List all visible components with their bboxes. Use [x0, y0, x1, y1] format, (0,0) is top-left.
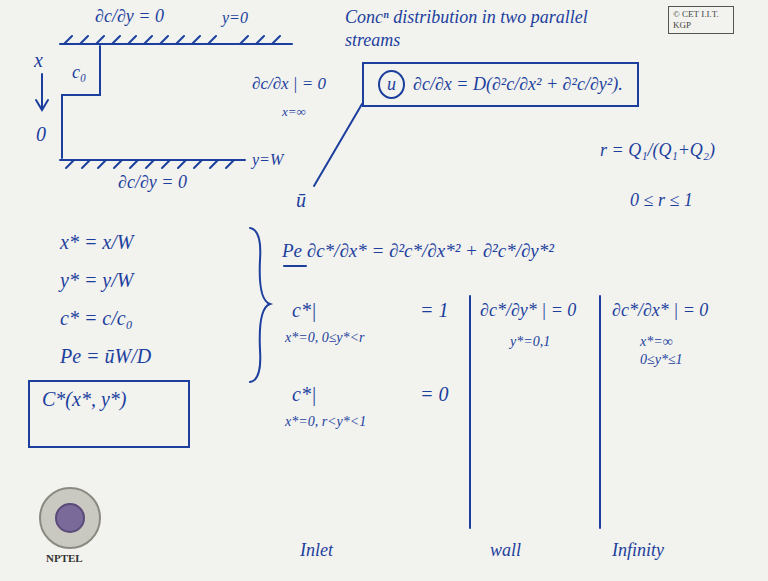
logo-core [56, 504, 84, 532]
bc-term: c*| [292, 298, 316, 322]
wall-hatch [64, 36, 280, 44]
box-text: ∂c/∂x = D(∂²c/∂x² + ∂²c/∂y²). [413, 74, 623, 95]
origin-label: 0 [36, 122, 46, 146]
inlet-profile [62, 46, 100, 158]
wall-hatch [66, 160, 234, 168]
column-divider [469, 296, 471, 528]
logo-ring [40, 488, 100, 548]
boundary-condition: ∂c/∂x | = 0 [252, 74, 326, 94]
subscript: y*=0,1 [510, 334, 550, 351]
scaling-definition: Pe = ūW/D [60, 344, 151, 368]
column-divider [599, 296, 601, 528]
scaling-definition: c* = c/c₀ [60, 306, 133, 330]
scaling-definition: y* = y/W [60, 268, 133, 292]
equation-box: u ∂c/∂x = D(∂²c/∂x² + ∂²c/∂y²). [362, 62, 639, 107]
bc-value: = 1 [420, 298, 449, 322]
circled-term: u [378, 70, 405, 99]
dimensionless-equation: Pe ∂c*/∂x* = ∂²c*/∂x*² + ∂²c*/∂y*² [282, 240, 554, 263]
range-note: 0 ≤ r ≤ 1 [630, 190, 693, 212]
bc-value: = 0 [420, 382, 449, 406]
subscript: x=∞ [282, 104, 306, 120]
logo-text: NPTEL [46, 552, 83, 565]
velocity-label: ū [296, 188, 306, 212]
boundary-condition: ∂c/∂y = 0 [118, 172, 187, 194]
nptel-logo [40, 488, 100, 548]
scaling-definition: x* = x/W [60, 230, 133, 254]
coordinate-note: y=0 [222, 8, 248, 27]
boundary-condition: ∂c*/∂y* | = 0 [480, 300, 576, 322]
axis-label: x [34, 48, 43, 72]
box-text: © CET I.I.T. KGP [673, 9, 729, 31]
x-axis-arrow [41, 74, 43, 108]
slide-title: Concⁿ distribution in two parallel strea… [345, 6, 645, 51]
watermark-box: © CET I.I.T. KGP [668, 6, 734, 34]
arrow-head [36, 100, 48, 110]
boundary-condition: ∂c*/∂x* | = 0 [612, 300, 708, 322]
boundary-condition: ∂c/∂y = 0 [95, 6, 164, 28]
underline [284, 265, 306, 267]
subscript: x*=0, 0≤y*<r [285, 330, 364, 347]
leader-line [314, 104, 362, 186]
subscript: x*=0, r<y*<1 [285, 414, 366, 431]
column-heading: wall [490, 540, 521, 562]
flow-ratio: r = Q₁/(Q₁+Q₂) [600, 140, 715, 162]
subscript: x*=∞ [640, 334, 673, 351]
box-text: C*(x*, y*) [42, 388, 126, 411]
result-box: C*(x*, y*) [28, 380, 190, 448]
column-heading: Inlet [300, 540, 333, 562]
curly-brace [250, 228, 270, 382]
subscript: 0≤y*≤1 [640, 352, 683, 369]
column-heading: Infinity [612, 540, 664, 562]
bc-term: c*| [292, 382, 316, 406]
coordinate-note: y=W [252, 150, 283, 169]
concentration-label: c₀ [72, 62, 86, 84]
